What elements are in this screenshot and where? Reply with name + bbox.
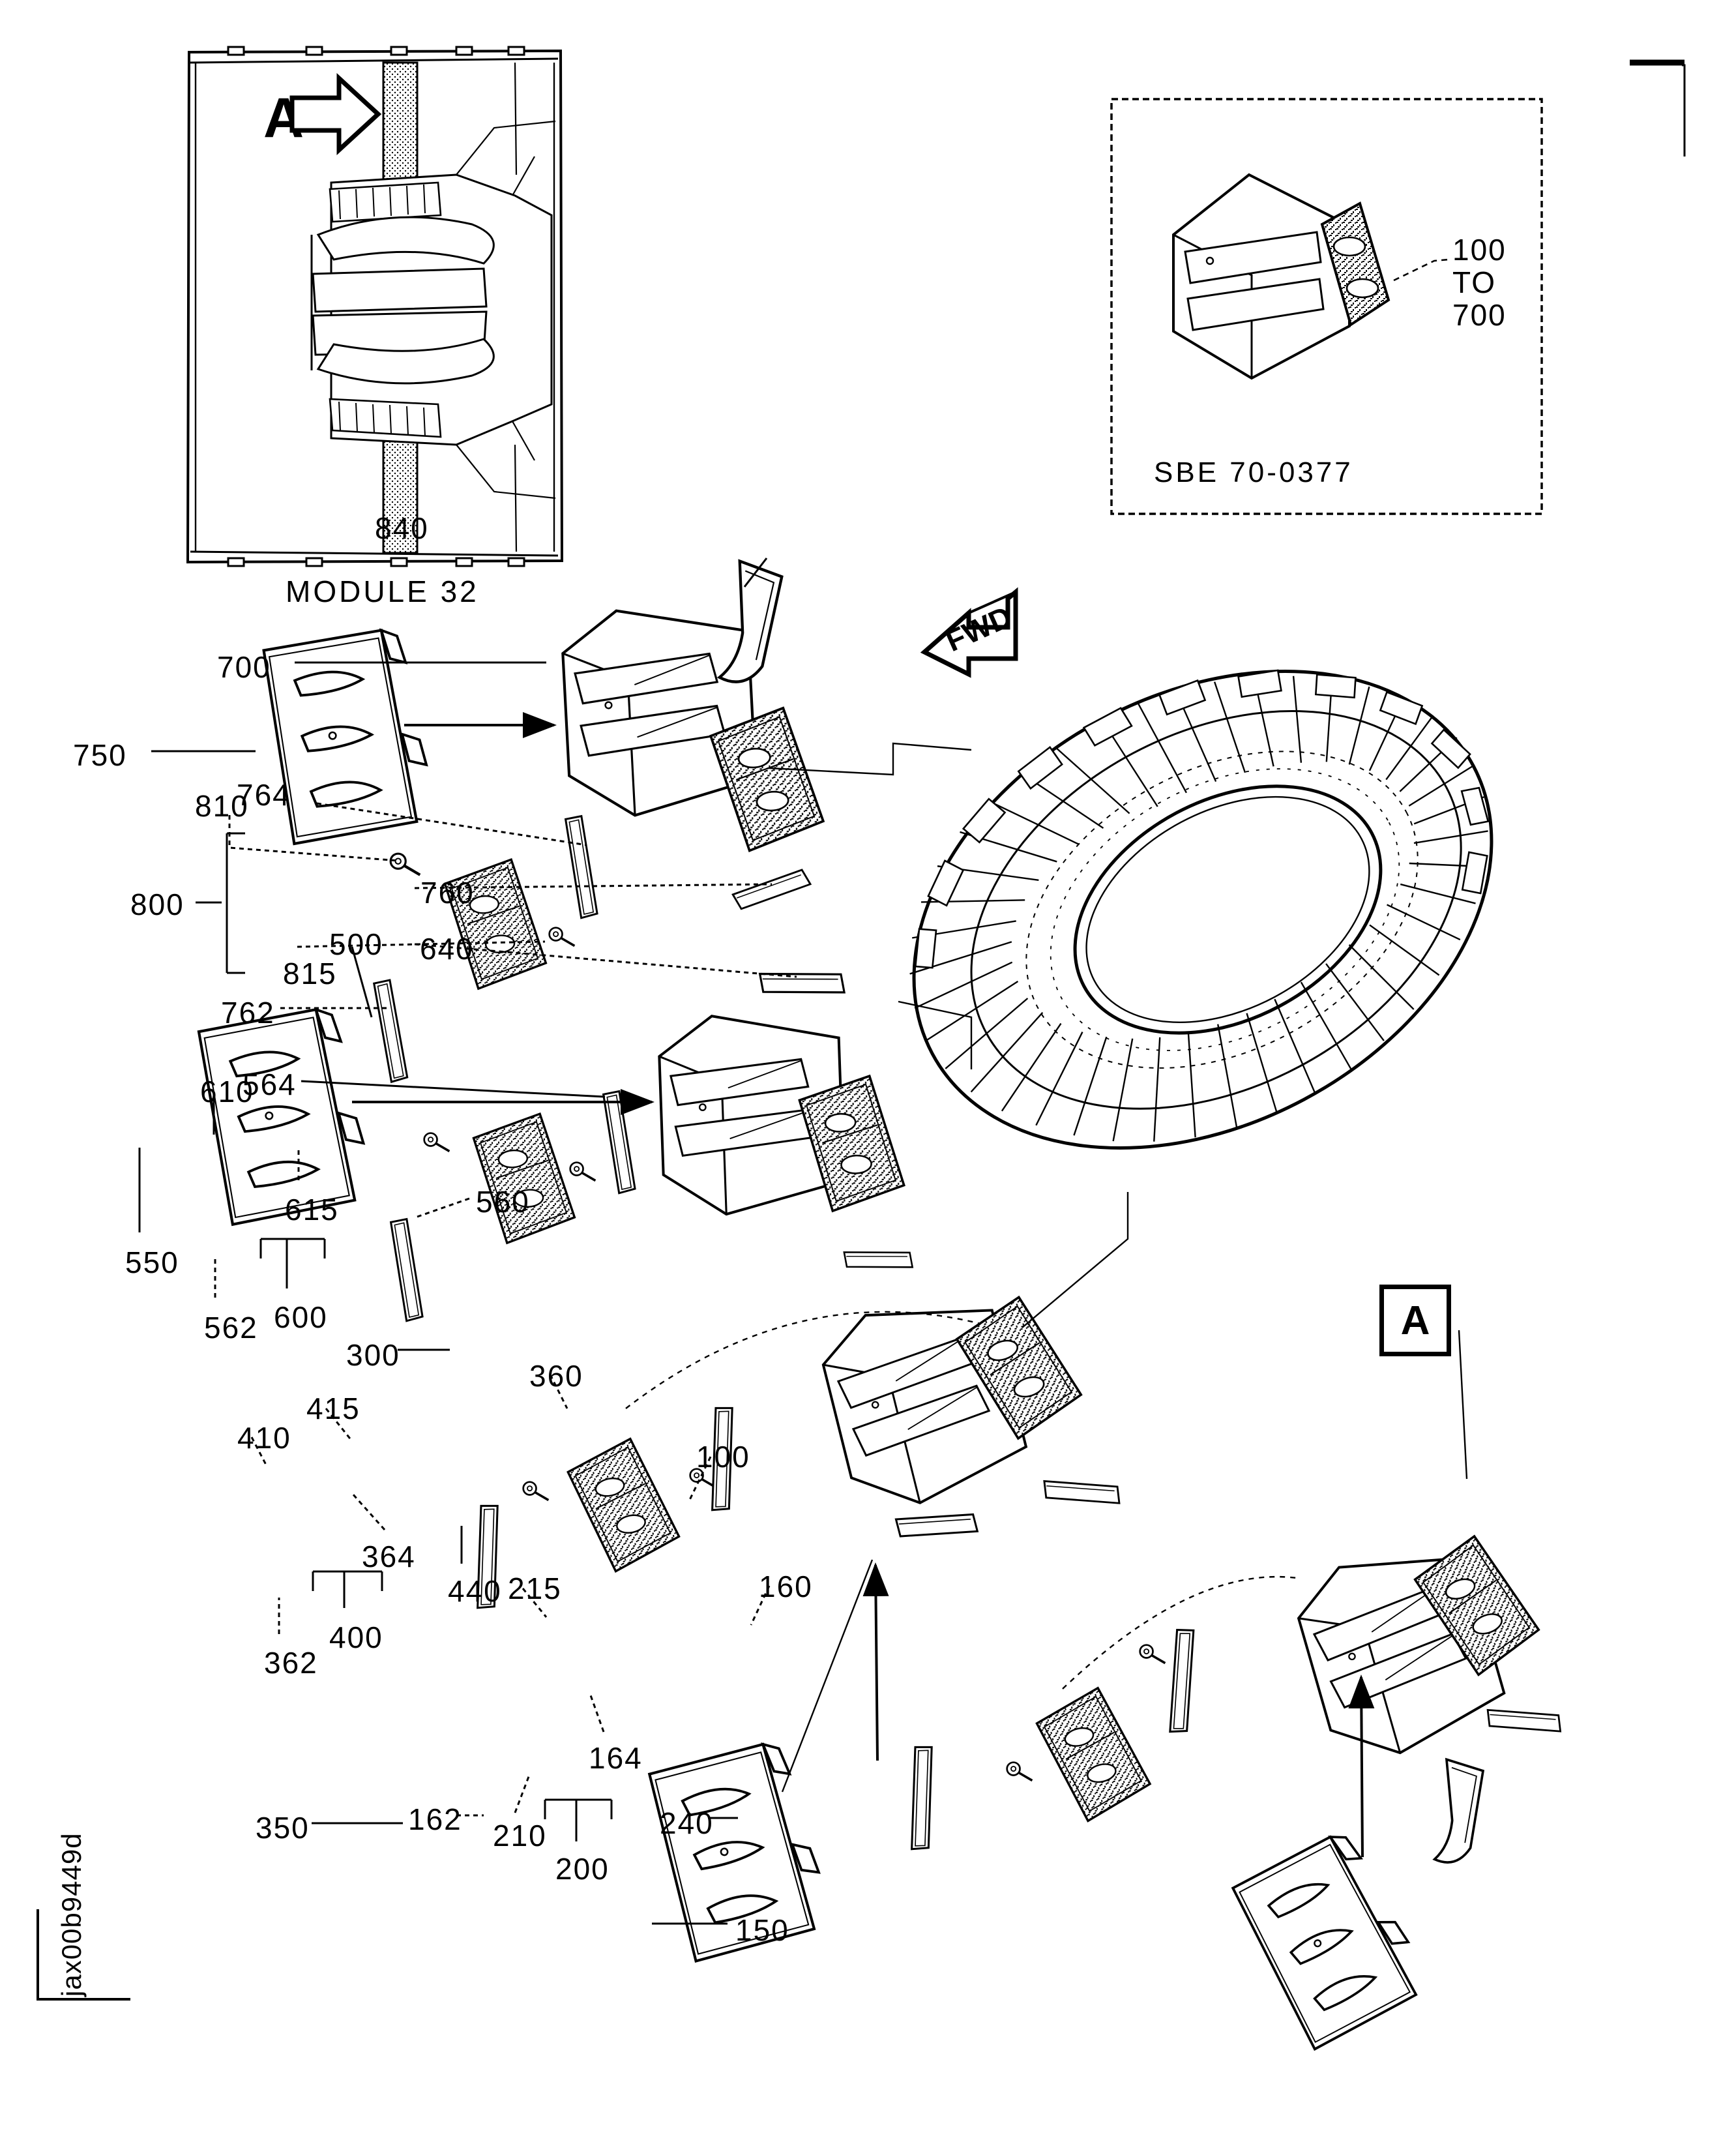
callout-800: 800 bbox=[130, 887, 184, 921]
part-562-strip bbox=[385, 1217, 429, 1323]
drawing-code: jax00b9449d bbox=[56, 1832, 87, 1997]
part-410-pin bbox=[522, 1480, 550, 1502]
part-440-seal-tube bbox=[891, 1498, 982, 1553]
callout-200: 200 bbox=[555, 1852, 610, 1886]
callout-400: 400 bbox=[329, 1620, 383, 1654]
view-direction-arrow bbox=[289, 73, 382, 155]
callout-840: 840 bbox=[375, 511, 429, 545]
sbe-inset-box bbox=[1110, 98, 1543, 515]
callout-810: 810 bbox=[195, 789, 249, 823]
callout-562: 562 bbox=[204, 1311, 258, 1345]
part-610-pin bbox=[422, 1131, 451, 1153]
inset-caption: SBE 70-0377 bbox=[1154, 456, 1353, 488]
assembly-construction-lines bbox=[625, 742, 1468, 1793]
crop-registration-mark-bottom-left bbox=[37, 1909, 130, 2001]
part-764-strip bbox=[559, 814, 604, 920]
callout-600: 600 bbox=[274, 1300, 328, 1334]
crop-registration-mark bbox=[1630, 59, 1686, 156]
part-810-pin bbox=[390, 854, 420, 875]
callout-350: 350 bbox=[256, 1811, 310, 1845]
part-615-pin bbox=[568, 1161, 597, 1182]
part-215-pin bbox=[1138, 1643, 1167, 1665]
part-360-seal-tube bbox=[1038, 1461, 1126, 1523]
callout-640: 640 bbox=[420, 932, 474, 966]
part-564-strip bbox=[597, 1089, 641, 1195]
callout-500: 500 bbox=[329, 927, 383, 961]
callout-560: 560 bbox=[476, 1185, 530, 1219]
callout-415: 415 bbox=[306, 1392, 360, 1425]
part-750-shroud-panel bbox=[263, 628, 431, 845]
callout-610: 610 bbox=[200, 1075, 254, 1109]
callout-615: 615 bbox=[285, 1193, 339, 1227]
callout-162: 162 bbox=[408, 1802, 462, 1836]
inset-range-line-3: 700 bbox=[1452, 298, 1507, 332]
callout-300: 300 bbox=[346, 1338, 400, 1372]
view-key-box-A: A bbox=[1379, 1285, 1451, 1356]
assembly-motion-arrows bbox=[352, 712, 1375, 1858]
part-200-segment bbox=[1031, 1680, 1156, 1828]
callout-760: 760 bbox=[420, 876, 475, 910]
fwd-direction-arrow: FWD bbox=[920, 587, 1018, 678]
part-160-seal-tube bbox=[1482, 1691, 1567, 1751]
part-150-shroud-panel bbox=[1228, 1823, 1434, 2057]
part-240-hook bbox=[1433, 1758, 1486, 1867]
arrow-up-300 bbox=[862, 1562, 889, 1761]
part-400-segment bbox=[563, 1432, 684, 1578]
callout-164: 164 bbox=[589, 1741, 643, 1775]
inset-range-label: 100 TO 700 bbox=[1452, 233, 1507, 331]
callout-362: 362 bbox=[264, 1646, 318, 1680]
callout-100: 100 bbox=[696, 1440, 750, 1474]
arrow-up-100 bbox=[1348, 1675, 1375, 1858]
part-815-pin bbox=[548, 926, 576, 947]
callout-750: 750 bbox=[73, 738, 127, 772]
callout-410: 410 bbox=[237, 1421, 291, 1455]
part-600-segment bbox=[471, 1110, 578, 1246]
callout-762: 762 bbox=[221, 996, 275, 1030]
callout-150: 150 bbox=[735, 1913, 789, 1947]
callout-leader-lines bbox=[138, 558, 797, 1925]
callout-364: 364 bbox=[362, 1540, 416, 1573]
part-760-seal-tube bbox=[730, 868, 813, 911]
callout-815: 815 bbox=[283, 957, 337, 990]
part-162-strip bbox=[890, 1742, 954, 1854]
callout-440: 440 bbox=[448, 1574, 502, 1608]
inset-range-line-2: TO bbox=[1452, 265, 1497, 299]
callout-550: 550 bbox=[125, 1245, 179, 1279]
callout-215: 215 bbox=[508, 1571, 562, 1605]
callout-764: 764 bbox=[237, 778, 291, 812]
callout-564: 564 bbox=[243, 1067, 297, 1101]
callout-700: 700 bbox=[217, 650, 271, 684]
module-32-inset: A bbox=[186, 46, 564, 567]
inset-range-line-1: 100 bbox=[1452, 233, 1507, 267]
callout-360: 360 bbox=[529, 1359, 583, 1393]
part-640-seal-tube bbox=[754, 951, 850, 1015]
part-164-strip bbox=[1148, 1625, 1215, 1737]
part-762-strip bbox=[369, 978, 412, 1084]
part-560-seal-tube bbox=[839, 1234, 917, 1285]
callout-240: 240 bbox=[660, 1806, 714, 1840]
callout-210: 210 bbox=[493, 1819, 547, 1853]
module-caption: MODULE 32 bbox=[286, 574, 479, 608]
inset-leader-line bbox=[1393, 258, 1449, 282]
part-500-end-segment bbox=[797, 1073, 907, 1214]
part-550-shroud-panel bbox=[198, 1006, 369, 1226]
part-210-pin bbox=[1005, 1761, 1034, 1782]
turbine-nozzle-ring-assembly bbox=[909, 669, 1493, 1150]
callout-160: 160 bbox=[759, 1570, 813, 1603]
